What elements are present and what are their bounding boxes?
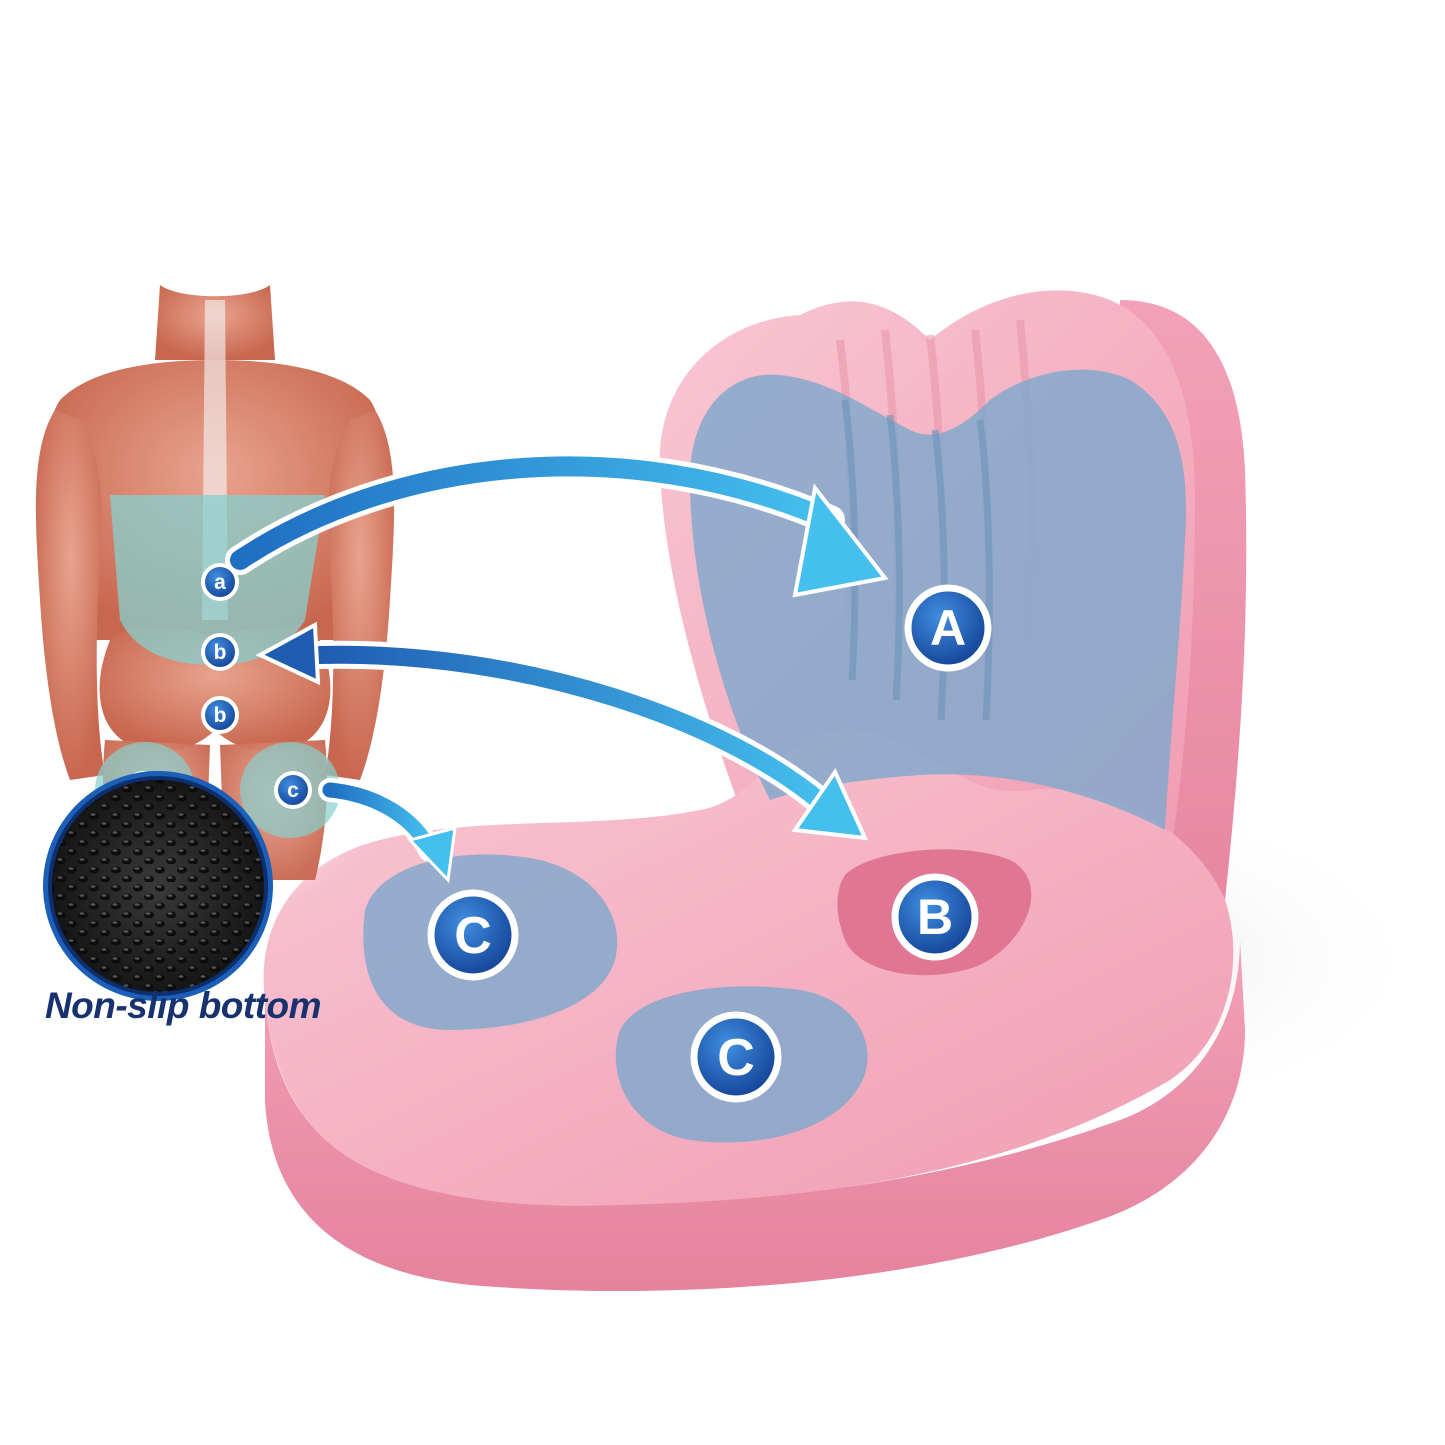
- cushion-marker-c-left: C: [427, 889, 519, 981]
- zone-a-ridges: [841, 399, 993, 721]
- svg-text:b: b: [214, 641, 227, 664]
- seat-cushion: [263, 290, 1247, 1292]
- svg-text:B: B: [917, 889, 953, 945]
- body-marker-c-right: c: [274, 771, 312, 809]
- cushion-marker-b: B: [891, 873, 979, 961]
- seat-top: [263, 729, 1234, 1206]
- svg-text:C: C: [454, 907, 492, 965]
- svg-text:A: A: [930, 600, 966, 656]
- svg-text:b: b: [214, 704, 227, 727]
- non-slip-texture-icon: [43, 771, 273, 1001]
- body-marker-b-upper: b: [201, 633, 239, 671]
- svg-text:c: c: [287, 779, 299, 802]
- cushion-marker-c-right: C: [690, 1011, 782, 1103]
- seat-base-side: [265, 940, 1245, 1292]
- body-marker-a: a: [201, 563, 239, 601]
- svg-text:C: C: [717, 1029, 755, 1087]
- body-marker-b-lower: b: [201, 696, 239, 734]
- non-slip-caption: Non-slip bottom: [44, 985, 322, 1026]
- cushion-marker-a: A: [904, 584, 992, 672]
- svg-text:a: a: [214, 571, 226, 594]
- curved-arrow-icon: [225, 451, 889, 884]
